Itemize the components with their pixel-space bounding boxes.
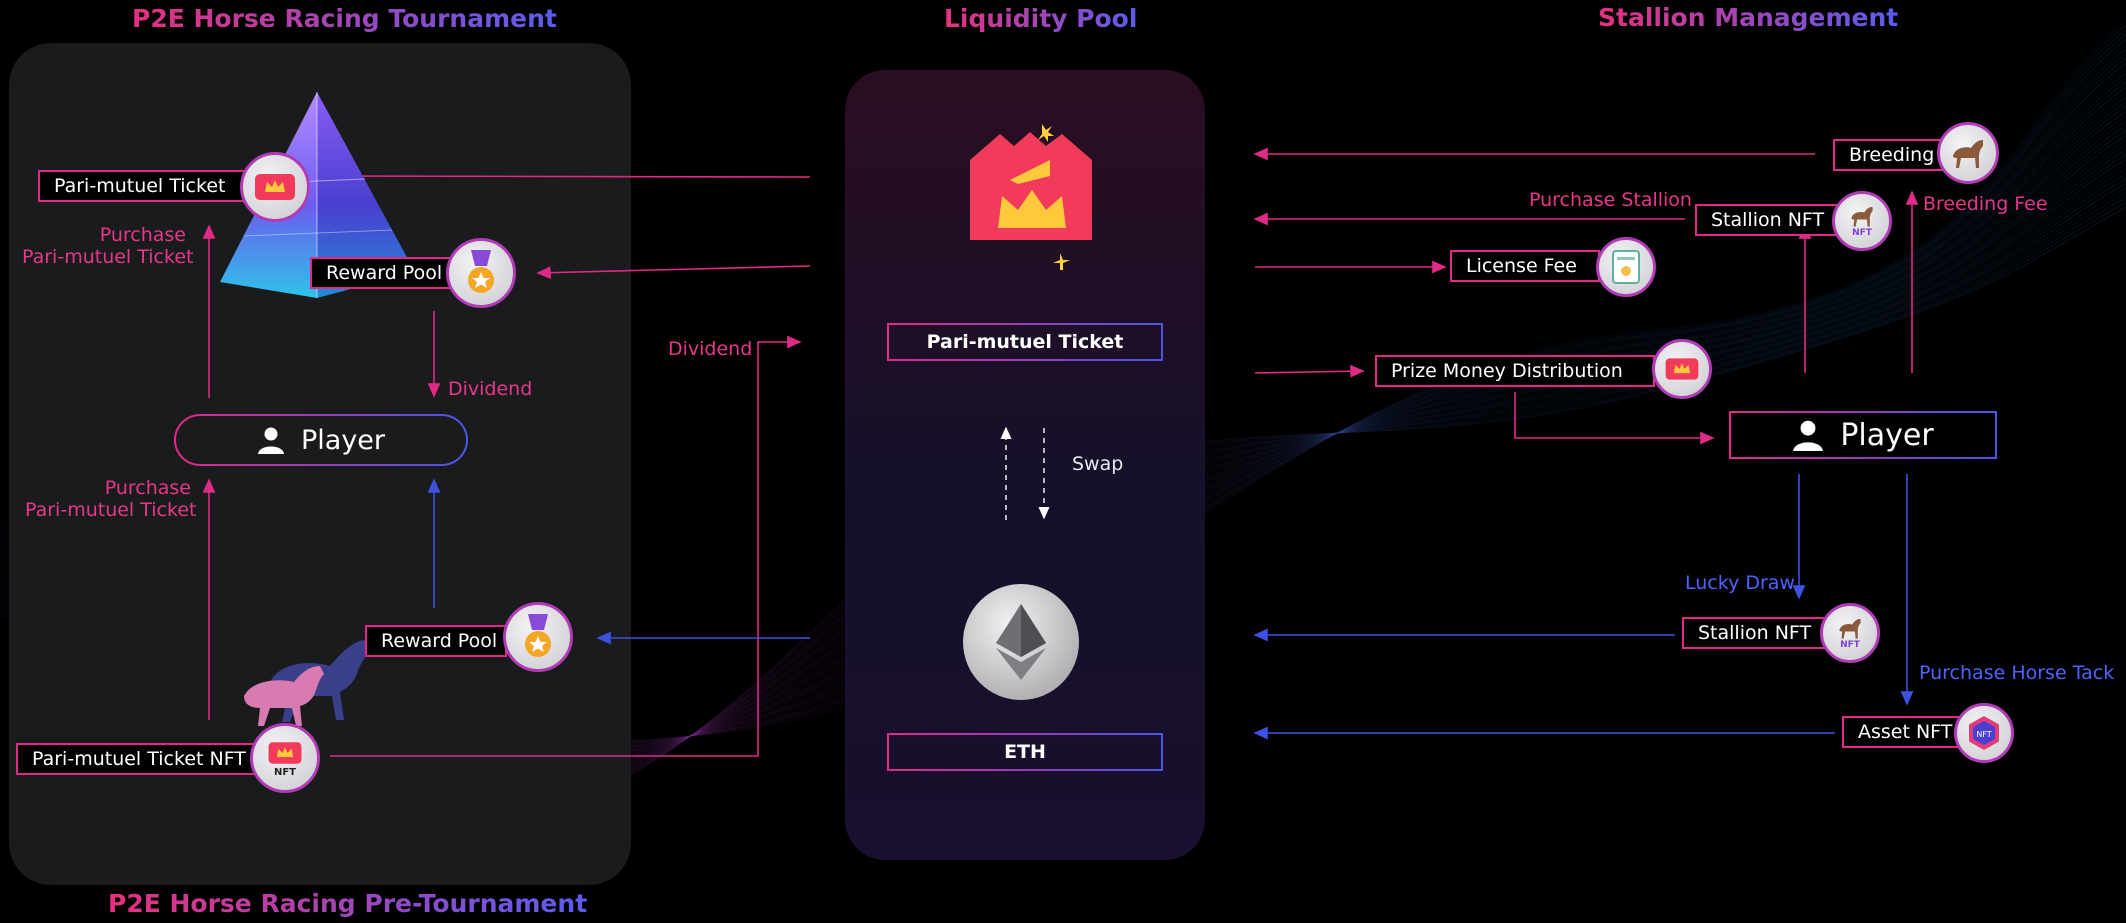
stallion-nft-icon-bottom: NFT xyxy=(1820,603,1880,663)
node-breeding: Breeding xyxy=(1833,139,1951,171)
pool-eth: ETH xyxy=(887,733,1163,771)
arrow-pool-to-prize xyxy=(1254,364,1365,378)
arrow-pool-to-reward xyxy=(536,265,811,280)
node-stallion-nft-top: Stallion NFT xyxy=(1695,204,1845,236)
arrow-pool-to-ticket xyxy=(318,169,811,183)
node-stallion-nft-bottom: Stallion NFT xyxy=(1682,617,1842,649)
title-pre-tournament: P2E Horse Racing Pre-Tournament xyxy=(108,889,588,918)
title-tournament: P2E Horse Racing Tournament xyxy=(132,4,557,33)
node-pari-mutuel-ticket: Pari-mutuel Ticket xyxy=(38,170,254,202)
arrow-nft-dividend xyxy=(330,335,802,757)
title-liquidity-pool: Liquidity Pool xyxy=(944,4,1138,33)
node-prize-money-distribution: Prize Money Distribution xyxy=(1375,355,1655,387)
ticket-nft-icon: NFT xyxy=(250,723,320,793)
medal-icon-bottom xyxy=(503,602,573,672)
ticket-icon xyxy=(240,152,310,222)
nft-badge-text: NFT xyxy=(273,766,297,778)
label-purchase-top: Purchase Pari-mutuel Ticket xyxy=(22,224,194,268)
nft-badge-text: NFT xyxy=(1976,730,1991,739)
label-swap: Swap xyxy=(1072,453,1124,475)
nft-badge-text: NFT xyxy=(1840,640,1860,650)
certificate-icon xyxy=(1596,237,1656,297)
horse-illustration xyxy=(244,640,372,726)
label-dividend-side: Dividend xyxy=(668,338,753,360)
arrow-prize-to-player xyxy=(1514,392,1715,445)
horse-breeding-icon xyxy=(1937,122,1999,184)
node-reward-pool-top: Reward Pool xyxy=(310,257,452,289)
pool-pari-mutuel-ticket: Pari-mutuel Ticket xyxy=(887,323,1163,361)
label-purchase-horse-tack: Purchase Horse Tack xyxy=(1919,662,2115,684)
user-icon xyxy=(1793,420,1824,451)
right-player: Player xyxy=(1729,411,1997,459)
node-asset-nft: Asset NFT xyxy=(1842,716,1970,748)
nft-badge-text: NFT xyxy=(1852,228,1872,238)
label-dividend-top: Dividend xyxy=(448,378,533,400)
asset-nft-icon: NFT xyxy=(1954,703,2014,763)
left-player: Player xyxy=(174,414,468,466)
label-purchase-stallion: Purchase Stallion xyxy=(1529,189,1692,211)
title-stallion-management: Stallion Management xyxy=(1598,3,1899,32)
label-lucky-draw: Lucky Draw xyxy=(1685,572,1795,594)
node-pari-mutuel-ticket-nft: Pari-mutuel Ticket NFT xyxy=(16,743,258,775)
ticket-crown-illustration xyxy=(970,124,1092,270)
label-purchase-bottom: Purchase Pari-mutuel Ticket xyxy=(25,477,197,521)
eth-coin-icon xyxy=(963,584,1079,700)
label-breeding-fee: Breeding Fee xyxy=(1923,193,2048,215)
node-reward-pool-bottom: Reward Pool xyxy=(365,625,507,657)
medal-icon xyxy=(446,238,516,308)
user-icon xyxy=(257,427,284,454)
prize-ticket-icon xyxy=(1652,339,1712,399)
node-license-fee: License Fee xyxy=(1450,250,1600,282)
stallion-nft-icon: NFT xyxy=(1832,191,1892,251)
